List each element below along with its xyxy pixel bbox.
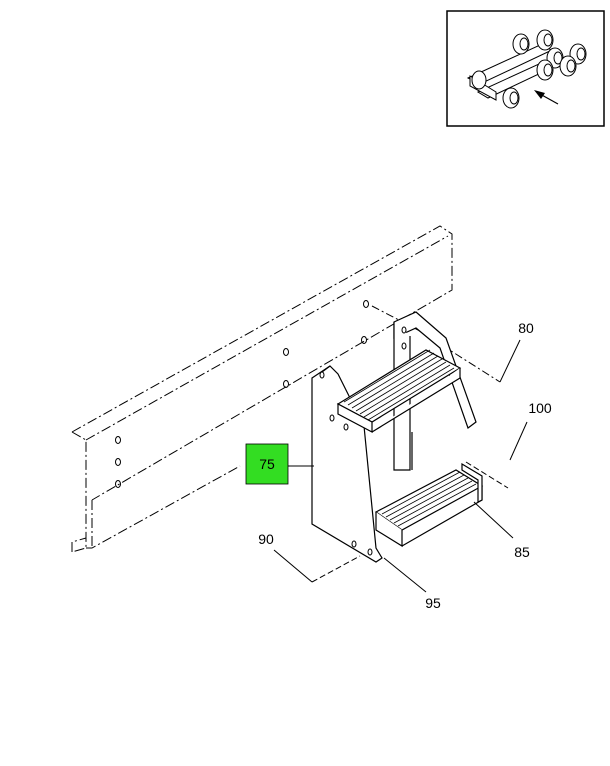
tread-grooves xyxy=(343,349,477,527)
callout-95-label[interactable]: 95 xyxy=(425,595,441,611)
callout-90-label[interactable]: 90 xyxy=(258,531,274,547)
callout-100-label[interactable]: 100 xyxy=(528,400,552,416)
locator-inset xyxy=(446,10,605,127)
callout-80-label[interactable]: 80 xyxy=(518,320,534,336)
leader-lines xyxy=(273,339,528,593)
side-plate xyxy=(311,365,383,563)
step-assembly xyxy=(311,311,484,563)
step-holes xyxy=(319,326,407,556)
callout-75-highlight[interactable] xyxy=(245,443,289,485)
inset-frame xyxy=(446,10,605,127)
lower-bolt-line xyxy=(311,555,361,583)
location-arrow-icon xyxy=(534,90,559,105)
frame-rail-holes xyxy=(115,300,369,488)
frame-rail xyxy=(71,225,453,553)
callout-85-label[interactable]: 85 xyxy=(514,544,530,560)
bracket-bolt-line xyxy=(465,461,509,489)
truck-chassis-thumbnail xyxy=(466,29,587,109)
callout-75-label[interactable]: 75 xyxy=(259,456,275,472)
